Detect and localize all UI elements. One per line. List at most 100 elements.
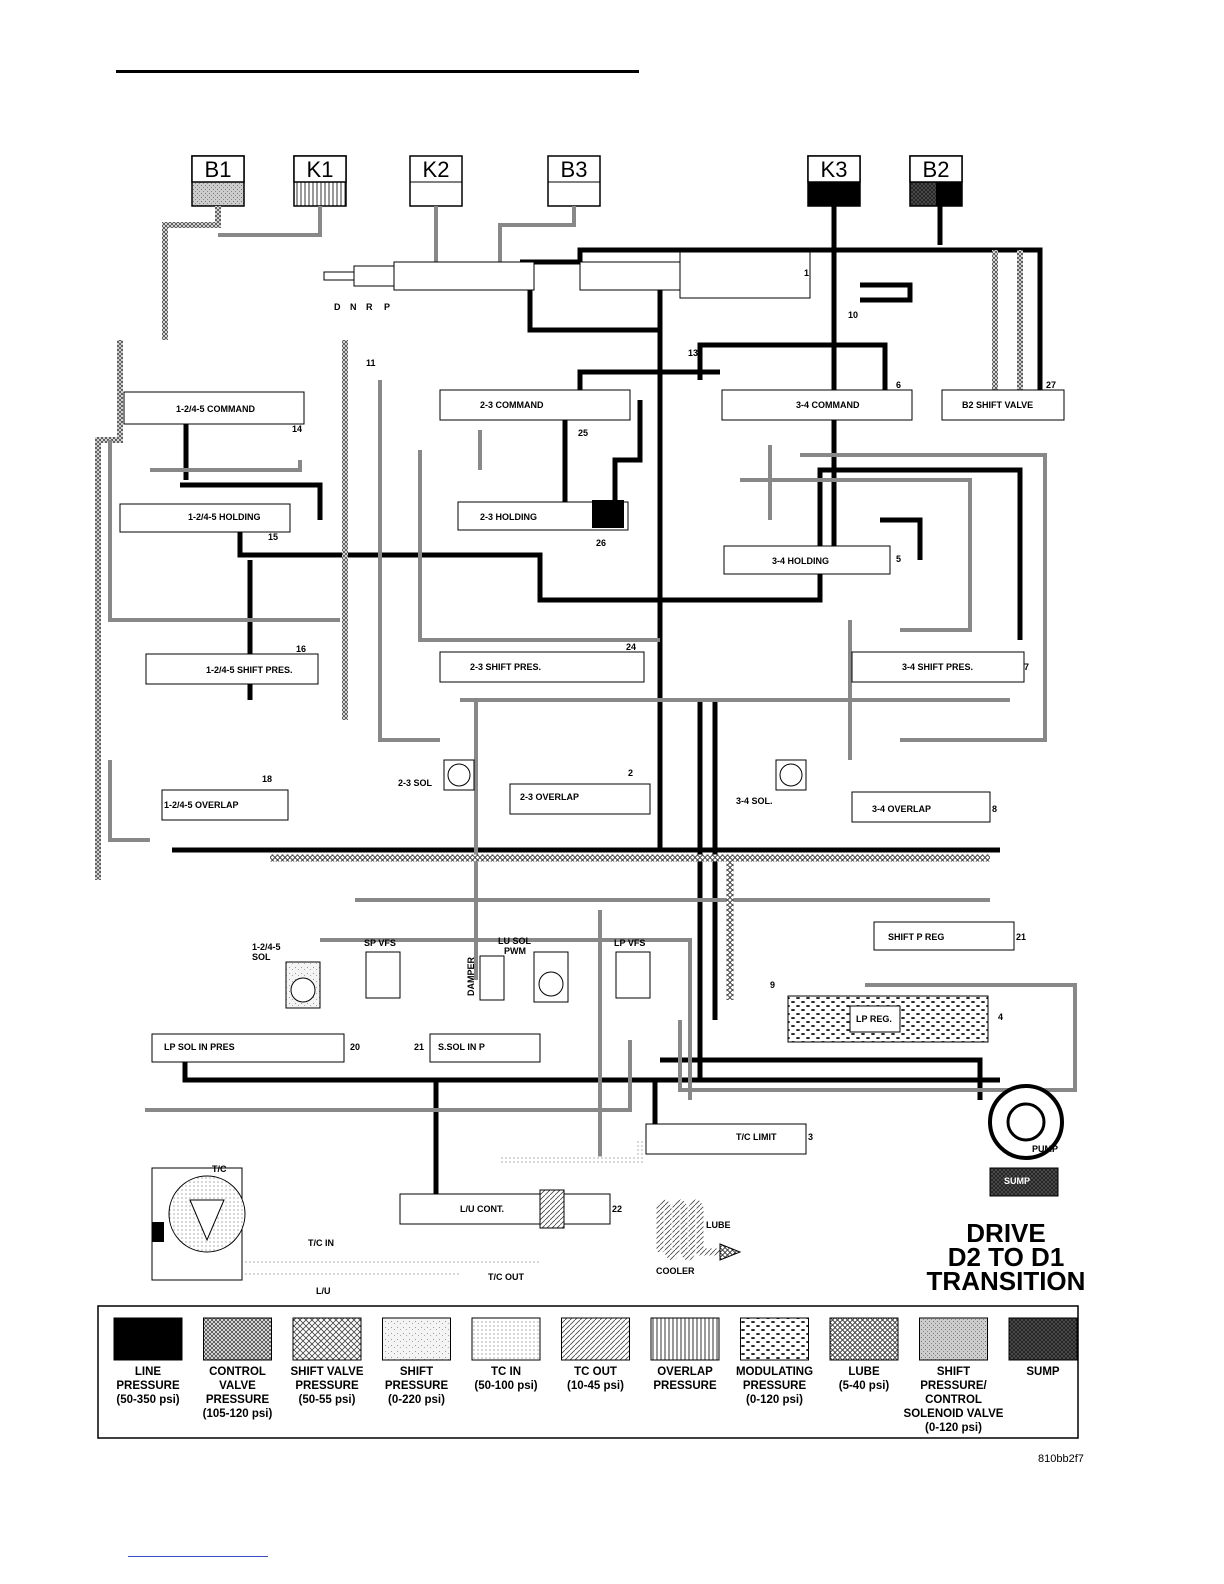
legend-swatch-modulating <box>740 1317 809 1361</box>
legend-label-shift-sol-3: SOLENOID VALVE <box>904 1408 1004 1420</box>
cooler-label: COOLER <box>656 1266 695 1276</box>
valve-lp-reg: LP REG. 4 9 <box>770 980 1003 1043</box>
valve-1245-holding-label: 1-2/4-5 HOLDING <box>188 512 261 522</box>
valve-s-sol-in-label: S.SOL IN P <box>438 1042 485 1052</box>
package-k1-label: K1 <box>307 157 334 182</box>
valve-34-holding: 3-4 HOLDING 5 <box>723 545 901 575</box>
valve-34-shift-pres-label: 3-4 SHIFT PRES. <box>902 662 973 672</box>
selector-n: N <box>350 302 357 312</box>
legend-swatch-control <box>203 1317 272 1361</box>
solenoid-sp-vfs-label: SP VFS <box>364 938 396 948</box>
damper: DAMPER <box>466 955 505 1001</box>
valve-34-command: 3-4 COMMAND 6 <box>721 380 913 421</box>
valve-34-overlap-label: 3-4 OVERLAP <box>872 804 931 814</box>
legend-label-line-2: (50-350 psi) <box>116 1394 179 1406</box>
sump-label: SUMP <box>1004 1176 1030 1186</box>
legend-label-shift-2: (0-220 psi) <box>388 1394 445 1406</box>
solenoid-lu-label-a: LU SOL <box>498 936 532 946</box>
legend-label-sump-0: SUMP <box>1026 1366 1060 1378</box>
solenoid-lu-label-b: PWM <box>504 946 526 956</box>
solenoid-34: 3-4 SOL. <box>736 759 807 806</box>
svg-text:2: 2 <box>628 768 633 778</box>
solenoid-34-label: 3-4 SOL. <box>736 796 773 806</box>
legend-label-shift-1: PRESSURE <box>385 1380 449 1392</box>
solenoid-23-label: 2-3 SOL <box>398 778 433 788</box>
legend-swatch-shift-valve <box>292 1317 362 1361</box>
svg-text:21: 21 <box>414 1042 424 1052</box>
legend-label-line-1: PRESSURE <box>116 1380 180 1392</box>
package-b2: B2 <box>909 155 963 207</box>
solenoid-1245-label-a: 1-2/4-5 <box>252 942 281 952</box>
legend-label-modulating-2: (0-120 psi) <box>746 1394 803 1406</box>
selector-p: P <box>384 302 390 312</box>
legend-label-overlap-1: PRESSURE <box>653 1380 717 1392</box>
selector-d: D <box>334 302 341 312</box>
valve-23-shift-pres-label: 2-3 SHIFT PRES. <box>470 662 541 672</box>
valve-34-overlap: 3-4 OVERLAP 8 <box>851 791 997 823</box>
solenoid-sp-vfs: SP VFS <box>364 938 401 999</box>
svg-text:15: 15 <box>268 532 278 542</box>
valve-lp-sol-in-label: LP SOL IN PRES <box>164 1042 235 1052</box>
svg-text:3: 3 <box>808 1132 813 1142</box>
selector-r: R <box>366 302 373 312</box>
valve-1245-command-label: 1-2/4-5 COMMAND <box>176 404 256 414</box>
valve-34-shift-pres: 3-4 SHIFT PRES. 7 <box>851 651 1029 683</box>
valve-1245-shift-pres-label: 1-2/4-5 SHIFT PRES. <box>206 665 293 675</box>
legend-swatch-sump <box>1008 1317 1078 1361</box>
package-k1: K1 <box>293 155 347 207</box>
svg-text:26: 26 <box>596 538 606 548</box>
tc-in-label: T/C IN <box>308 1238 334 1248</box>
package-k2-label: K2 <box>423 157 450 182</box>
legend-label-overlap-0: OVERLAP <box>657 1366 713 1378</box>
figure-code: 810bb2f7 <box>1038 1453 1084 1465</box>
valve-tc-limit-label: T/C LIMIT <box>736 1132 777 1142</box>
package-b1: B1 <box>191 155 245 207</box>
valve-1245-overlap: 1-2/4-5 OVERLAP 18 <box>161 774 289 821</box>
svg-text:6: 6 <box>896 380 901 390</box>
legend-swatch-shift <box>382 1317 451 1361</box>
manual-valve: 1 D N R P <box>323 251 811 312</box>
legend-swatch-tc-out <box>561 1317 630 1361</box>
legend-label-tc-in-0: TC IN <box>491 1366 521 1378</box>
solenoid-1245-label-b: SOL <box>252 952 271 962</box>
valve-23-holding-label: 2-3 HOLDING <box>480 512 537 522</box>
valve-1245-shift-pres: 1-2/4-5 SHIFT PRES. 16 <box>145 644 319 685</box>
tc-out-label: T/C OUT <box>488 1272 524 1282</box>
valve-34-holding-label: 3-4 HOLDING <box>772 556 829 566</box>
valve-1245-holding: 1-2/4-5 HOLDING 15 <box>119 503 291 542</box>
valve-b2-shift: B2 SHIFT VALVE 27 <box>941 380 1065 421</box>
svg-text:13: 13 <box>688 348 698 358</box>
package-k3-label: K3 <box>821 157 848 182</box>
solenoid-lp-vfs-label: LP VFS <box>614 938 645 948</box>
legend-swatch-tc-in <box>471 1317 541 1361</box>
legend-label-lube-1: (5-40 psi) <box>839 1380 890 1392</box>
lube-label: LUBE <box>706 1220 731 1230</box>
legend-swatch-shift-sol <box>919 1317 988 1361</box>
legend-label-control-0: CONTROL <box>209 1366 266 1378</box>
valve-23-command: 2-3 COMMAND 25 <box>439 389 631 438</box>
lu-label: L/U <box>316 1286 331 1296</box>
tc-label: T/C <box>212 1164 227 1174</box>
svg-text:20: 20 <box>350 1042 360 1052</box>
svg-text:9: 9 <box>770 980 775 990</box>
valve-23-holding: 2-3 HOLDING 26 <box>457 500 629 548</box>
damper-label: DAMPER <box>466 956 476 996</box>
svg-text:8: 8 <box>992 804 997 814</box>
title-line-3: TRANSITION <box>927 1266 1086 1296</box>
legend-label-shift-sol-1: PRESSURE/ <box>920 1380 987 1392</box>
package-k3: K3 <box>807 155 861 207</box>
svg-text:7: 7 <box>1024 662 1029 672</box>
legend-label-tc-out-1: (10-45 psi) <box>567 1380 624 1392</box>
valve-23-overlap-label: 2-3 OVERLAP <box>520 792 579 802</box>
valve-34-command-label: 3-4 COMMAND <box>796 400 860 410</box>
svg-text:21: 21 <box>1016 932 1026 942</box>
svg-text:14: 14 <box>292 424 302 434</box>
valve-shift-p-reg-label: SHIFT P REG <box>888 932 944 942</box>
cooler: LUBE COOLER <box>656 1199 742 1276</box>
valve-s-sol-in: S.SOL IN P 21 <box>414 1033 541 1063</box>
legend-label-tc-in-1: (50-100 psi) <box>474 1380 537 1392</box>
svg-text:16: 16 <box>296 644 306 654</box>
package-b3-label: B3 <box>561 157 588 182</box>
torque-converter: T/C <box>151 1164 246 1281</box>
